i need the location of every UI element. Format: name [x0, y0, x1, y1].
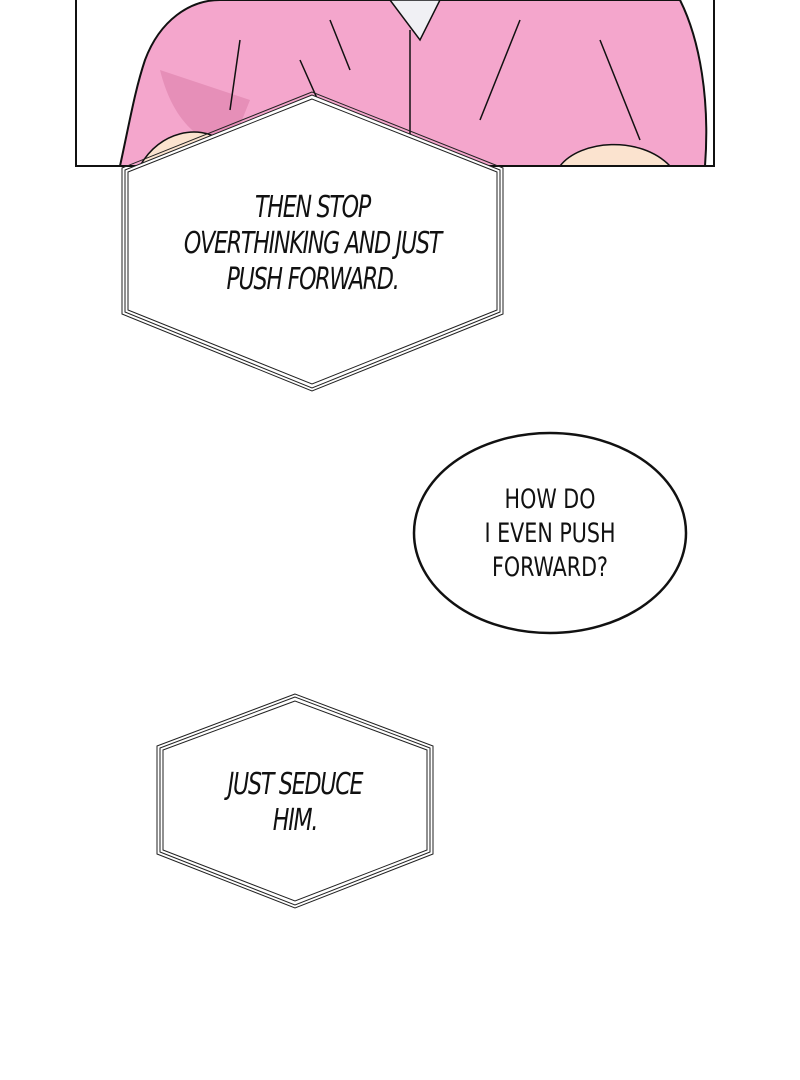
bubble-line: push forward.	[226, 262, 399, 297]
hexagon-bubble-1-shape	[121, 91, 504, 392]
bubble-line: him.	[272, 803, 319, 838]
speech-bubble-3: Just seduce him.	[188, 767, 401, 839]
bubble-line: I even push	[484, 518, 616, 549]
speech-bubble-2: How do I even push forward?	[448, 483, 652, 585]
bubble-line: Then stop	[254, 190, 371, 225]
bubble-line: forward?	[491, 552, 609, 583]
bubble-line: How do	[504, 484, 596, 515]
bubble-line: overthinking and just	[183, 226, 442, 261]
speech-bubble-1: Then stop overthinking and just push for…	[163, 190, 462, 298]
hexagon-bubble-2-shape	[156, 693, 434, 909]
oval-bubble-shape	[412, 431, 688, 635]
bubble-line: Just seduce	[227, 767, 364, 802]
